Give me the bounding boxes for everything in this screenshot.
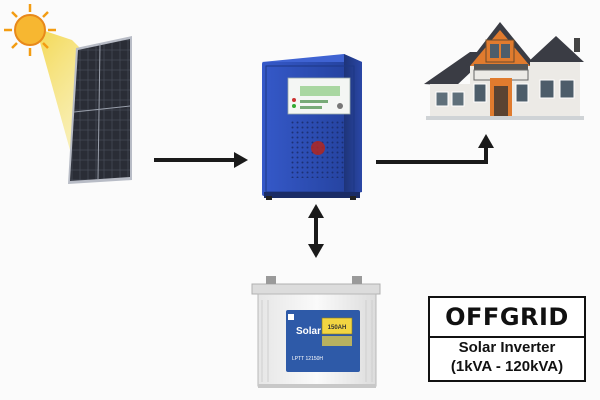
battery-tag: 150AH	[328, 325, 347, 331]
offgrid-title: OFFGRID	[430, 298, 584, 338]
inverter-icon	[262, 54, 362, 200]
arrow-panel-to-inverter	[154, 152, 248, 168]
arrow-inverter-battery	[308, 204, 324, 258]
sun-icon	[4, 4, 56, 56]
offgrid-label-box: OFFGRID Solar Inverter (1kVA - 120kVA)	[428, 296, 586, 382]
offgrid-subtitle: Solar Inverter (1kVA - 120kVA)	[430, 338, 584, 376]
battery-brand: Solar	[296, 326, 321, 337]
arrow-inverter-to-house	[376, 134, 494, 164]
house-icon	[424, 22, 584, 120]
battery-model: LPTT 12150H	[292, 356, 323, 362]
solar-panel-icon	[68, 36, 132, 184]
battery-icon: Solar 150AH LPTT 12150H	[251, 276, 381, 388]
offgrid-subtitle-line1: Solar Inverter	[458, 339, 556, 356]
offgrid-subtitle-line2: (1kVA - 120kVA)	[450, 358, 564, 375]
